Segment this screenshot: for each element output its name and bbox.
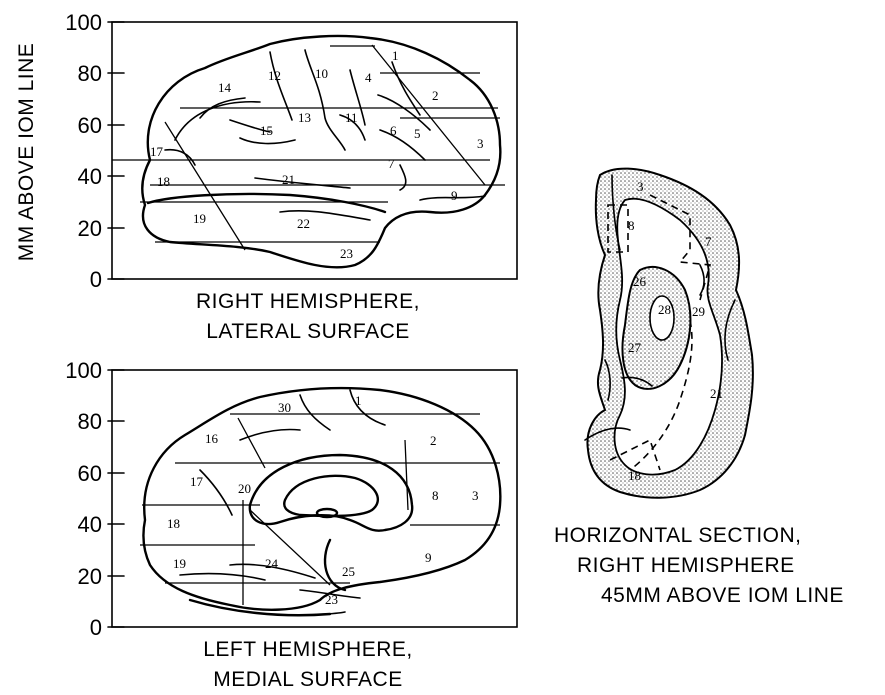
section-caption-line3: 45MM ABOVE IOM LINE	[601, 584, 844, 607]
medial-area-20: 20	[238, 481, 251, 496]
medial-third-ventricle	[317, 509, 337, 517]
lateral-area-labels: 1 2 3 4 5 6 7 9 10 11 12 13 14 15 17 18 …	[150, 48, 484, 261]
lateral-area-19: 19	[193, 211, 206, 226]
lateral-tick-0: 0	[90, 267, 102, 292]
medial-area-3: 3	[472, 488, 479, 503]
lateral-area-5: 5	[414, 126, 421, 141]
lateral-area-3: 3	[477, 136, 484, 151]
section-area-28: 28	[658, 302, 671, 317]
medial-panel: 100 80 60 40 20 0	[65, 358, 517, 691]
section-panel: 3 8 7 26 28 29 27 21 18 HORIZONTAL SECTI…	[554, 169, 844, 607]
medial-area-30: 30	[278, 400, 291, 415]
medial-tick-100: 100	[65, 358, 102, 383]
medial-temporal-base	[190, 600, 330, 615]
lateral-tick-80: 80	[78, 61, 102, 86]
lateral-caption-line2: LATERAL SURFACE	[206, 320, 410, 343]
lateral-area-22: 22	[297, 216, 310, 231]
lateral-area-13: 13	[298, 110, 311, 125]
medial-area-8: 8	[432, 488, 439, 503]
section-area-26: 26	[633, 274, 647, 289]
section-area-3: 3	[637, 179, 644, 194]
medial-sulci	[180, 390, 385, 615]
lateral-area-15: 15	[260, 123, 273, 138]
lateral-temporal-edge	[148, 194, 385, 212]
lateral-area-11: 11	[345, 110, 358, 125]
lateral-area-21: 21	[282, 172, 295, 187]
medial-tick-0: 0	[90, 615, 102, 640]
section-area-27: 27	[628, 340, 642, 355]
lateral-area-17: 17	[150, 144, 164, 159]
medial-area-23: 23	[325, 592, 338, 607]
lateral-area-6: 6	[390, 123, 397, 138]
section-area-7: 7	[705, 234, 712, 249]
lateral-area-2: 2	[432, 88, 439, 103]
medial-caption-line2: MEDIAL SURFACE	[213, 668, 402, 691]
lateral-tick-60: 60	[78, 113, 102, 138]
lateral-ticks	[108, 22, 124, 279]
medial-tick-20: 20	[78, 564, 102, 589]
lateral-caption-line1: RIGHT HEMISPHERE,	[196, 290, 420, 313]
section-area-8: 8	[628, 218, 635, 233]
medial-area-1: 1	[355, 393, 362, 408]
medial-area-16: 16	[205, 431, 219, 446]
lateral-tick-100: 100	[65, 10, 102, 35]
lateral-area-1: 1	[392, 48, 399, 63]
section-area-18: 18	[628, 468, 641, 483]
medial-area-17: 17	[190, 474, 204, 489]
lateral-area-12: 12	[268, 68, 281, 83]
medial-tick-60: 60	[78, 461, 102, 486]
medial-tick-80: 80	[78, 409, 102, 434]
medial-area-19: 19	[173, 556, 186, 571]
lateral-panel: 100 80 60 40 20 0	[65, 10, 517, 343]
lateral-area-14: 14	[218, 80, 232, 95]
medial-caption-line1: LEFT HEMISPHERE,	[203, 638, 413, 661]
medial-tick-40: 40	[78, 512, 102, 537]
lateral-area-18: 18	[157, 174, 170, 189]
medial-area-9: 9	[425, 550, 432, 565]
lateral-area-10: 10	[315, 66, 328, 81]
lateral-area-4: 4	[365, 70, 372, 85]
lateral-tick-20: 20	[78, 216, 102, 241]
medial-corpus-callosum	[250, 455, 412, 531]
section-caption-line2: RIGHT HEMISPHERE	[577, 554, 795, 577]
lateral-area-7: 7	[388, 156, 395, 171]
section-area-29: 29	[692, 304, 705, 319]
lateral-tick-40: 40	[78, 164, 102, 189]
medial-frame	[112, 370, 517, 627]
medial-area-2: 2	[430, 433, 437, 448]
medial-area-25: 25	[342, 564, 355, 579]
section-caption-line1: HORIZONTAL SECTION,	[554, 524, 802, 547]
lateral-area-9: 9	[451, 188, 458, 203]
section-area-21: 21	[710, 386, 723, 401]
medial-area-18: 18	[167, 516, 180, 531]
y-axis-label: MM ABOVE IOM LINE	[15, 43, 38, 262]
lateral-area-23: 23	[340, 246, 353, 261]
medial-ticks	[108, 370, 124, 627]
medial-area-24: 24	[265, 556, 279, 571]
